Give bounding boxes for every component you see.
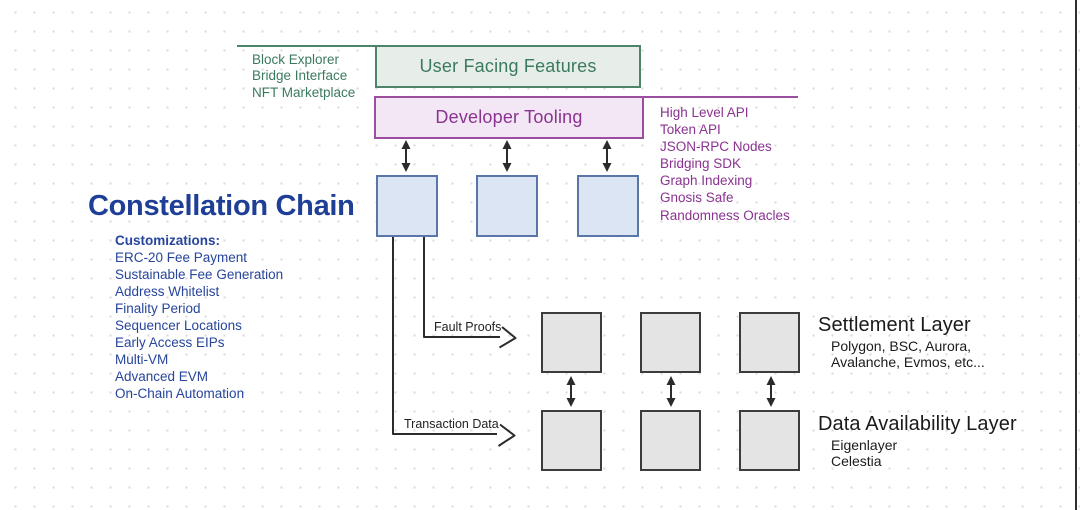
list-item: Sustainable Fee Generation xyxy=(115,267,284,282)
settlement-node-box xyxy=(541,312,602,373)
da-node-box xyxy=(739,410,800,471)
transaction-data-label: Transaction Data xyxy=(404,417,499,431)
list-item: JSON-RPC Nodes xyxy=(660,139,772,155)
list-item: Bridge Interface xyxy=(252,68,348,84)
list-item: Eigenlayer xyxy=(831,437,898,453)
list-item: Celestia xyxy=(831,452,882,469)
user-facing-features-list: Block Explorer Bridge Interface NFT Mark… xyxy=(252,52,355,101)
list-item: Early Access EIPs xyxy=(115,335,225,350)
list-item: Graph Indexing xyxy=(660,173,753,189)
list-item: Finality Period xyxy=(115,301,201,316)
double-arrow xyxy=(401,140,612,172)
list-item: Avalanche, Evmos, etc... xyxy=(831,353,985,370)
list-item: Block Explorer xyxy=(252,52,340,67)
chain-title: Constellation Chain xyxy=(88,190,355,222)
chain-node-box xyxy=(476,175,538,237)
da-node-box xyxy=(541,410,602,471)
developer-tooling-bracket-line xyxy=(640,96,798,98)
list-item: High Level API xyxy=(660,105,749,120)
list-item: Address Whitelist xyxy=(115,284,220,299)
da-node-box xyxy=(640,410,701,471)
list-item: On-Chain Automation xyxy=(115,386,245,401)
window-edge xyxy=(1075,0,1077,510)
list-item: Multi-VM xyxy=(115,352,169,367)
settlement-node-box xyxy=(739,312,800,373)
list-item: Bridging SDK xyxy=(660,156,742,172)
data-availability-layer-title: Data Availability Layer xyxy=(818,413,1017,435)
list-item: Polygon, BSC, Aurora, xyxy=(831,338,972,354)
settlement-node-box xyxy=(640,312,701,373)
developer-tooling-list: High Level API Token API JSON-RPC Nodes … xyxy=(660,104,790,224)
list-item: Randomness Oracles xyxy=(660,207,790,223)
data-availability-layer-list: Eigenlayer Celestia xyxy=(831,437,898,469)
chain-node-box xyxy=(577,175,639,237)
list-item: NFT Marketplace xyxy=(252,84,356,100)
customizations-list: Customizations: ERC-20 Fee Payment Susta… xyxy=(115,232,283,402)
developer-tooling-box: Developer Tooling xyxy=(374,96,644,139)
double-arrow xyxy=(566,376,776,407)
fault-proofs-label: Fault Proofs xyxy=(434,320,502,334)
list-item: ERC-20 Fee Payment xyxy=(115,250,248,265)
list-item: Sequencer Locations xyxy=(115,318,242,333)
chain-node-box xyxy=(376,175,438,237)
developer-tooling-title: Developer Tooling xyxy=(435,107,583,127)
list-item: Advanced EVM xyxy=(115,369,209,384)
user-facing-features-title: User Facing Features xyxy=(419,56,597,76)
list-item: Token API xyxy=(660,122,721,138)
list-item: Gnosis Safe xyxy=(660,190,734,206)
customizations-heading: Customizations: xyxy=(115,233,221,248)
settlement-layer-title: Settlement Layer xyxy=(818,314,971,336)
user-facing-bracket-line xyxy=(237,45,375,47)
transaction-data-connector xyxy=(392,237,516,447)
settlement-layer-list: Polygon, BSC, Aurora, Avalanche, Evmos, … xyxy=(831,338,985,370)
user-facing-features-box: User Facing Features xyxy=(375,45,641,88)
